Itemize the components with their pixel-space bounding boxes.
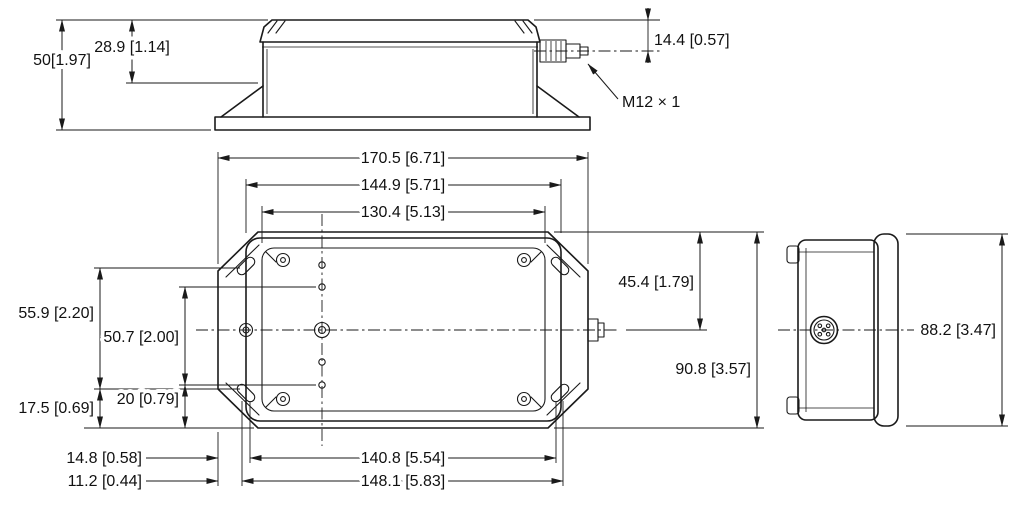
top-view-body-sides xyxy=(262,41,538,118)
side-view-foot-bottom xyxy=(786,396,800,415)
dim-label-inner-cover-width: 130.4 [5.13] xyxy=(361,204,446,221)
side-view-body xyxy=(797,239,879,421)
top-view-dimensions: 50[1.97] 28.9 [1.14] 14.4 [0.57] M12 × 1 xyxy=(29,8,734,131)
dim-label-hole-offset-bottom: 20 [0.79] xyxy=(117,391,179,408)
top-view-gussets xyxy=(220,85,580,118)
mounting-slots xyxy=(236,256,570,403)
dim-label-top-body-height: 28.9 [1.14] xyxy=(94,39,170,56)
front-view-housing-outline xyxy=(217,231,589,429)
cover-screws xyxy=(275,252,532,407)
side-view-dimensions: 88.2 [3.47] xyxy=(906,233,1008,427)
dim-label-center-offset-top: 45.4 [1.79] xyxy=(618,274,694,291)
dim-label-hole-span-inner: 50.7 [2.00] xyxy=(103,329,179,346)
dim-label-top-overall-height: 50[1.97] xyxy=(33,52,91,69)
dim-label-slot-offset-left-inner: 14.8 [0.58] xyxy=(66,450,142,467)
dim-label-connector-offset: 14.4 [0.57] xyxy=(654,32,730,49)
dim-label-slot-span-outer: 148.1 [5.83] xyxy=(361,473,446,490)
dim-label-slot-offset-left-outer: 11.2 [0.44] xyxy=(68,473,142,490)
dim-label-overall-height: 90.8 [3.57] xyxy=(675,361,751,378)
front-view-cover-outline xyxy=(245,237,562,422)
dim-label-slot-offset-bottom: 17.5 [0.69] xyxy=(18,400,94,417)
side-view-foot-top xyxy=(786,245,800,264)
front-view-corner-ear-lines xyxy=(225,244,581,416)
front-view-raised-cover xyxy=(261,247,546,412)
top-view xyxy=(214,19,591,131)
dim-label-overall-width: 170.5 [6.71] xyxy=(361,150,446,167)
side-view xyxy=(778,233,914,427)
top-view-inner-walls xyxy=(266,49,534,114)
dim-label-cover-width: 144.9 [5.71] xyxy=(361,177,446,194)
cover-corner-ticks xyxy=(265,251,542,408)
label-connector-thread: M12 × 1 xyxy=(622,94,680,111)
dim-label-slot-span-inner: 140.8 [5.54] xyxy=(361,450,446,467)
m12-leader-line xyxy=(587,63,619,100)
dim-label-side-overall-height: 88.2 [3.47] xyxy=(920,322,996,339)
top-view-chamfer-ticks xyxy=(267,20,533,34)
top-view-flange xyxy=(214,116,591,131)
dim-label-hole-span-outer: 55.9 [2.20] xyxy=(18,305,94,322)
front-view-dimensions: 170.5 [6.71] 144.9 [5.71] 130.4 [5.13] 4… xyxy=(14,146,764,494)
top-view-lid-outline xyxy=(259,19,541,43)
